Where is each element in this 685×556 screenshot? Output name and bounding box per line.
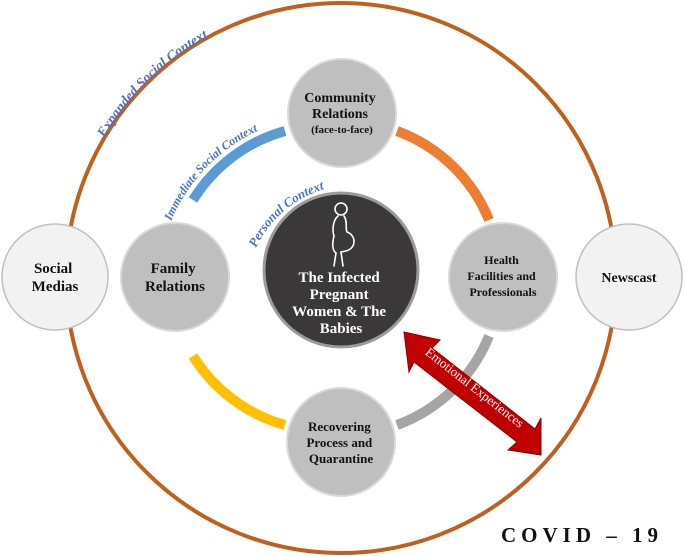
center-label: The Infected Pregnant Women & The Babies: [292, 270, 390, 337]
covid-footer-label: COVID – 19: [500, 523, 663, 547]
newscast-label: Newscast: [601, 271, 657, 286]
recovering-process-label: Recovering Process and Quarantine: [306, 419, 375, 466]
community-relations-node: Community Relations (face-to-face): [287, 58, 397, 168]
family-relations-label: Family Relations: [145, 261, 205, 295]
center-circle: [262, 191, 420, 349]
health-facilities-label: Health Facilities and Professionals: [467, 253, 538, 299]
pregnant-woman-icon: [331, 202, 355, 267]
recovering-process-node: Recovering Process and Quarantine: [286, 387, 396, 497]
social-medias-node: Social Medias: [1, 223, 109, 331]
emotional-experiences-arrow: Emotional Experiences: [403, 331, 542, 456]
ring-arc-blue: [188, 126, 287, 203]
center-node: The Infected Pregnant Women & The Babies: [262, 191, 420, 349]
expanded-context-label: Expanded Social Context: [94, 27, 211, 141]
community-relations-label: Community Relations (face-to-face): [304, 89, 380, 136]
social-medias-label: Social Medias: [32, 261, 79, 295]
family-relations-node: Family Relations: [120, 222, 230, 332]
ring-arc-orange: [395, 126, 494, 222]
health-facilities-node: Health Facilities and Professionals: [448, 222, 558, 332]
double-arrow-shape: [403, 331, 542, 456]
ring-arc-yellow: [188, 353, 287, 430]
newscast-node: Newscast: [575, 223, 683, 331]
